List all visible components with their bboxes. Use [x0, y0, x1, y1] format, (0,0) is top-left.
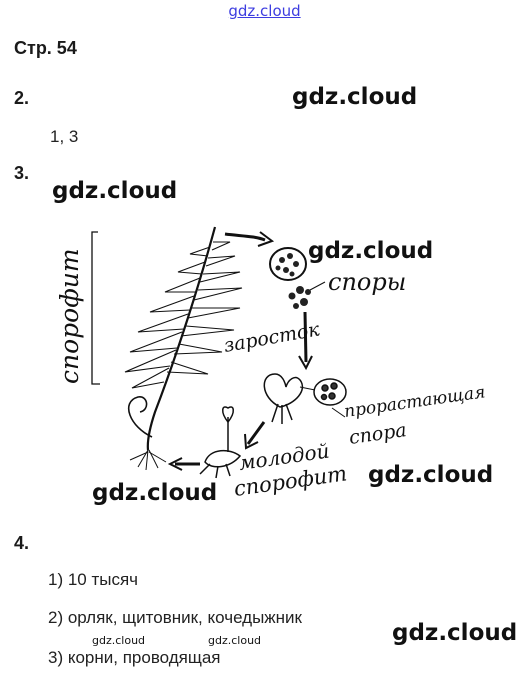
- watermark: gdz.cloud: [392, 620, 518, 646]
- prothallus: [263, 373, 304, 424]
- label-spores: споры: [328, 268, 406, 296]
- pointer-prothallus: [299, 386, 316, 391]
- task4-answer-2: 2) орляк, щитовник, кочедыжник: [48, 608, 302, 627]
- task2-answer: 1, 3: [50, 127, 79, 146]
- watermark: gdz.cloud: [52, 178, 178, 204]
- watermark: gdz.cloud: [368, 462, 494, 488]
- task4-answer-1: 1) 10 тысяч: [48, 570, 139, 589]
- page-title: Стр. 54: [14, 38, 77, 58]
- arrow-to-prothallus: [298, 355, 313, 371]
- watermark-top-link[interactable]: gdz.cloud: [228, 2, 301, 20]
- young-sporophyte: [199, 406, 242, 479]
- task-number-2: 2.: [14, 88, 30, 108]
- germinating-spore: [313, 378, 347, 406]
- arrow-to-spores: [257, 231, 275, 247]
- label-sporophyte: спорофит: [55, 248, 84, 384]
- watermark-small: gdz.cloud: [208, 634, 262, 647]
- task-number-4: 4.: [14, 533, 30, 553]
- task-number-3: 3.: [14, 163, 30, 183]
- watermark: gdz.cloud: [92, 480, 218, 506]
- fern-life-cycle-diagram: спорофит: [55, 226, 487, 501]
- task4-answer-3: 3) корни, проводящая: [48, 648, 221, 667]
- bracket: [91, 231, 100, 385]
- watermark: gdz.cloud: [308, 238, 434, 264]
- label-germinating-line1: прорастающая: [343, 382, 487, 422]
- arrow-to-young-sporophyte: [244, 433, 259, 450]
- pointer-spores: [309, 281, 326, 291]
- watermark: gdz.cloud: [292, 84, 418, 110]
- watermark-small: gdz.cloud: [92, 634, 146, 647]
- arrow-to-adult: [167, 457, 183, 471]
- label-germinating-line2: спора: [348, 419, 408, 449]
- sporangium: [269, 247, 311, 309]
- fern-frond: [124, 226, 243, 471]
